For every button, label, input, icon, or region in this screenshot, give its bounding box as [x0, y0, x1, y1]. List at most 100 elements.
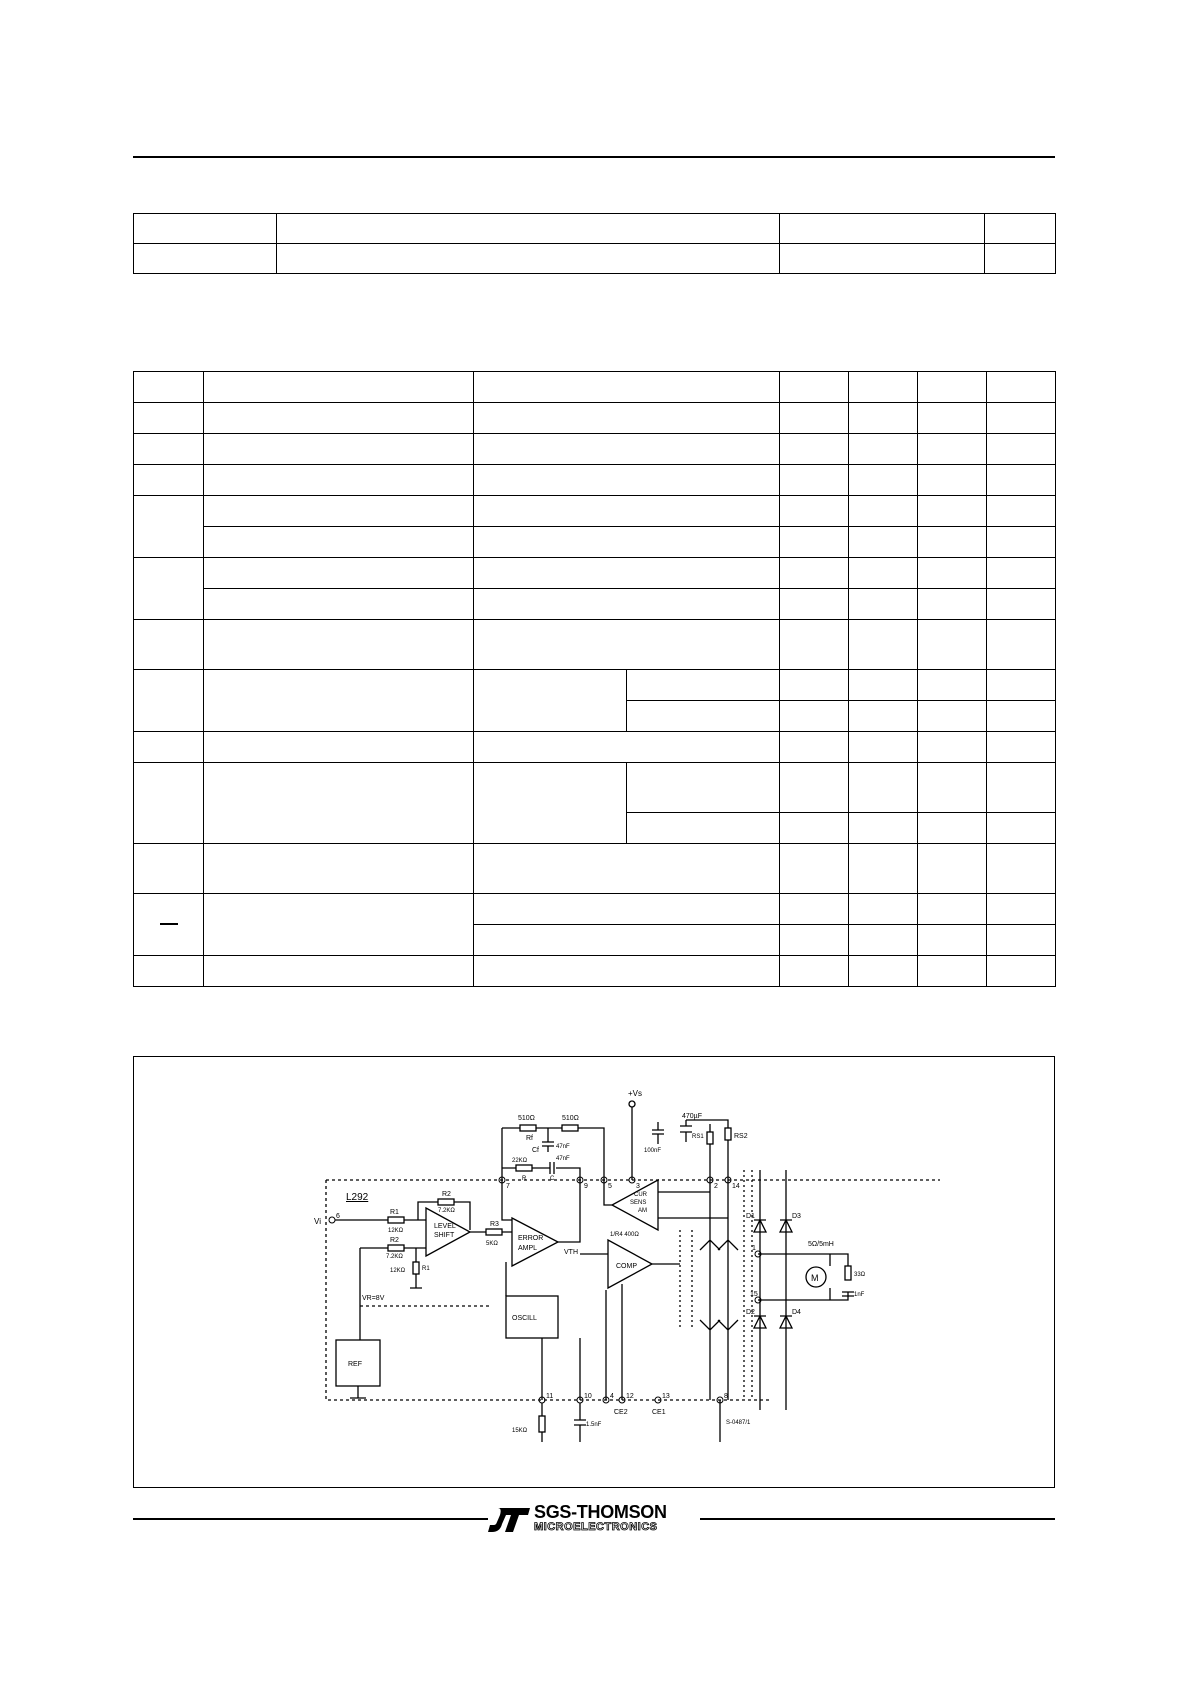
- table-cell: [626, 762, 780, 813]
- table-cell: [848, 557, 918, 589]
- current-sense-amplifier: [610, 1178, 659, 1232]
- brand-name: SGS-THOMSON: [534, 1502, 667, 1522]
- table-cell: [133, 433, 204, 465]
- pin-3: [628, 1176, 636, 1184]
- table-cell: [917, 924, 987, 956]
- svg-text:22KΩ: 22KΩ: [512, 1158, 528, 1164]
- table-cell: [203, 526, 474, 558]
- svg-text:R2: R2: [390, 1237, 399, 1244]
- svg-text:7: 7: [506, 1183, 510, 1190]
- svg-text:OSCILL: OSCILL: [512, 1315, 537, 1322]
- table-cell: [779, 495, 849, 527]
- table-cell: [917, 843, 987, 894]
- table-cell: [203, 557, 474, 589]
- table-cell: [986, 619, 1056, 670]
- pin-6: [328, 1216, 336, 1224]
- table-cell: [917, 762, 987, 813]
- table-cell: [986, 924, 1056, 956]
- table-cell: [917, 464, 987, 496]
- table-cell: [203, 955, 474, 987]
- table-cell: [848, 843, 918, 894]
- table-cell: [917, 402, 987, 434]
- table-cell: [473, 893, 780, 925]
- svg-text:RS1: RS1: [692, 1134, 704, 1140]
- svg-text:R1: R1: [422, 1266, 430, 1272]
- svg-text:1/R4 400Ω: 1/R4 400Ω: [610, 1232, 639, 1238]
- table-cell: [473, 557, 780, 589]
- table-cell: [779, 619, 849, 670]
- footer-rule-right: [700, 1518, 1055, 1520]
- table-cell: [779, 669, 849, 701]
- table-cell: [779, 464, 849, 496]
- brand-logo: SGS-THOMSON MICROELECTRONICS: [488, 1500, 688, 1538]
- svg-text:33Ω: 33Ω: [854, 1272, 866, 1278]
- table-cell: [626, 700, 780, 732]
- table-cell: [986, 843, 1056, 894]
- comparator: [607, 1238, 654, 1290]
- svg-text:D4: D4: [792, 1309, 801, 1316]
- table-cell: [779, 526, 849, 558]
- svg-text:15KΩ: 15KΩ: [512, 1428, 528, 1434]
- table-cell: [848, 669, 918, 701]
- svg-text:7.2KΩ: 7.2KΩ: [386, 1254, 403, 1260]
- svg-text:COMP: COMP: [616, 1263, 637, 1270]
- table-cell: [986, 433, 1056, 465]
- svg-text:R: R: [522, 1176, 527, 1182]
- table-cell: [917, 955, 987, 987]
- svg-text:4: 4: [610, 1393, 614, 1400]
- svg-text:D2: D2: [746, 1309, 755, 1316]
- resistor-22k: [515, 1164, 533, 1172]
- table-cell: [276, 243, 780, 274]
- svg-text:VTH: VTH: [564, 1249, 578, 1256]
- diode-d3: [778, 1218, 794, 1233]
- motor: [805, 1266, 827, 1288]
- table-cell: [917, 700, 987, 732]
- resistor-r1-bias: [412, 1261, 420, 1275]
- table-cell: [779, 731, 849, 763]
- svg-text:510Ω: 510Ω: [518, 1115, 535, 1122]
- svg-text:C: C: [550, 1176, 555, 1182]
- svg-text:510Ω: 510Ω: [562, 1115, 579, 1122]
- table-cell: [133, 243, 277, 274]
- svg-text:D3: D3: [792, 1213, 801, 1220]
- svg-text:470µF: 470µF: [682, 1113, 702, 1120]
- table-cell: [848, 402, 918, 434]
- svg-text:LEVEL: LEVEL: [434, 1223, 456, 1230]
- table-cell: [848, 762, 918, 813]
- resistor-r1: [387, 1216, 405, 1224]
- table-cell: [473, 588, 780, 620]
- figure-frame: [133, 1056, 1055, 1488]
- table-cell: [779, 433, 849, 465]
- table-cell: [984, 213, 1056, 244]
- table-cell: [848, 495, 918, 527]
- resistor-rs2: [724, 1127, 732, 1141]
- chip-label: L292: [346, 1192, 369, 1203]
- table-cell: [779, 955, 849, 987]
- svg-text:RS2: RS2: [734, 1133, 748, 1140]
- resistor-r2-feedback: [437, 1198, 455, 1206]
- svg-text:AM: AM: [638, 1208, 647, 1214]
- table-cell: [986, 402, 1056, 434]
- svg-text:6: 6: [336, 1213, 340, 1220]
- table-cell: [986, 669, 1056, 701]
- table-cell: [779, 924, 849, 956]
- table-cell: [203, 371, 474, 403]
- table-cell: [203, 464, 474, 496]
- svg-text:SHIFT: SHIFT: [434, 1232, 455, 1239]
- table-cell: [203, 843, 474, 894]
- table-cell: [848, 619, 918, 670]
- table-cell: [917, 812, 987, 844]
- table-cell: [986, 955, 1056, 987]
- table-cell: [133, 464, 204, 496]
- table-cell: [133, 669, 204, 732]
- svg-text:SENS: SENS: [630, 1200, 646, 1206]
- resistor-33: [844, 1265, 852, 1281]
- brand-subtitle: MICROELECTRONICS: [534, 1521, 658, 1534]
- table-cell: [133, 893, 204, 956]
- output-bridge: [699, 1180, 739, 1400]
- diode-d1: [752, 1218, 768, 1233]
- table-cell: [133, 955, 204, 987]
- table-cell: [779, 371, 849, 403]
- table-cell: [133, 557, 204, 620]
- table-cell: [986, 464, 1056, 496]
